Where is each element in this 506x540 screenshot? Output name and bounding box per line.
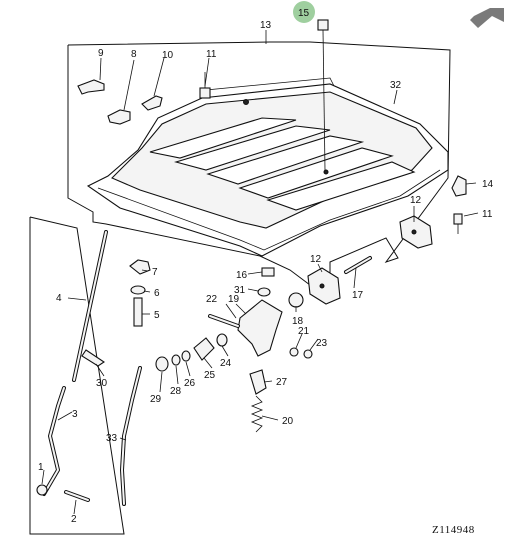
callout-13: 13 — [260, 20, 272, 31]
callout-22: 22 — [206, 294, 218, 305]
spring-20 — [250, 395, 264, 433]
callout-18: 18 — [292, 316, 304, 327]
callout-5: 5 — [154, 310, 160, 321]
callout-11-right: 11 — [482, 209, 493, 220]
rod-3 — [42, 386, 66, 496]
nut-21 — [289, 347, 299, 357]
washer-26 — [181, 350, 191, 362]
callout-8: 8 — [131, 49, 137, 60]
callout-14: 14 — [482, 179, 494, 190]
callout-33: 33 — [106, 433, 118, 444]
callout-12-right: 12 — [410, 195, 422, 206]
leader-lines — [41, 30, 479, 515]
callout-7: 7 — [152, 267, 158, 278]
callout-10: 10 — [162, 50, 174, 61]
callout-29: 29 — [150, 394, 162, 405]
stud-5 — [133, 297, 143, 327]
callout-17: 17 — [352, 290, 364, 301]
hinge-12-right — [399, 215, 433, 249]
bolt-22 — [208, 314, 240, 328]
bracket-9 — [77, 79, 105, 95]
vent-cap — [317, 19, 329, 171]
diagram-code: Z114948 — [432, 524, 475, 536]
bushing-18 — [288, 292, 304, 308]
callout-24: 24 — [220, 358, 232, 369]
callout-1: 1 — [38, 462, 44, 473]
callout-4: 4 — [56, 293, 62, 304]
highlight-badge[interactable] — [293, 1, 315, 23]
bolt-16 — [261, 267, 275, 277]
callout-31: 31 — [234, 285, 246, 296]
bracket-8 — [107, 109, 131, 125]
callout-12-center: 12 — [310, 254, 322, 265]
washer-28 — [171, 354, 181, 366]
callout-28: 28 — [170, 386, 182, 397]
callout-27: 27 — [276, 377, 288, 388]
nut-23 — [303, 349, 313, 359]
callout-15[interactable]: 15 — [298, 8, 310, 19]
bolt-11-top — [199, 57, 211, 99]
callout-19: 19 — [228, 294, 240, 305]
callout-30: 30 — [96, 378, 108, 389]
bolt-17 — [344, 256, 372, 274]
washer-31 — [257, 287, 271, 297]
callout-23: 23 — [316, 338, 328, 349]
bolt-11-right — [453, 213, 463, 234]
callout-20: 20 — [282, 416, 294, 427]
arrow-up-right-icon[interactable] — [470, 8, 504, 28]
bushing-25 — [193, 337, 215, 361]
callout-9: 9 — [98, 48, 104, 59]
hinge-12-center — [307, 267, 341, 305]
callout-2: 2 — [71, 514, 77, 525]
hood-panel — [86, 77, 449, 257]
rod-group-frame — [29, 216, 125, 535]
rod-33 — [120, 366, 142, 506]
knob-7 — [129, 259, 151, 275]
callout-3: 3 — [72, 409, 78, 420]
bracket-10 — [141, 95, 163, 111]
pin-2 — [64, 490, 90, 502]
clip-14 — [451, 175, 467, 197]
callout-32: 32 — [390, 80, 402, 91]
clip-30 — [81, 349, 105, 367]
rod-4 — [72, 230, 108, 382]
callout-26: 26 — [184, 378, 196, 389]
bushing-29 — [155, 356, 169, 372]
callout-6: 6 — [154, 288, 160, 299]
nut-1 — [36, 484, 48, 496]
latch-27 — [249, 369, 267, 395]
latch-bracket — [237, 299, 283, 357]
callout-labels: 1 2 3 4 5 6 7 8 9 10 11 11 12 12 13 14 1… — [38, 8, 494, 525]
callout-25: 25 — [204, 370, 216, 381]
callout-11-top: 11 — [206, 49, 217, 60]
callout-21: 21 — [298, 326, 310, 337]
callout-16: 16 — [236, 270, 248, 281]
spacer-24 — [216, 333, 228, 347]
washer-6 — [130, 285, 146, 295]
hood-ribs — [149, 117, 416, 211]
hood-group-frame — [67, 41, 451, 301]
